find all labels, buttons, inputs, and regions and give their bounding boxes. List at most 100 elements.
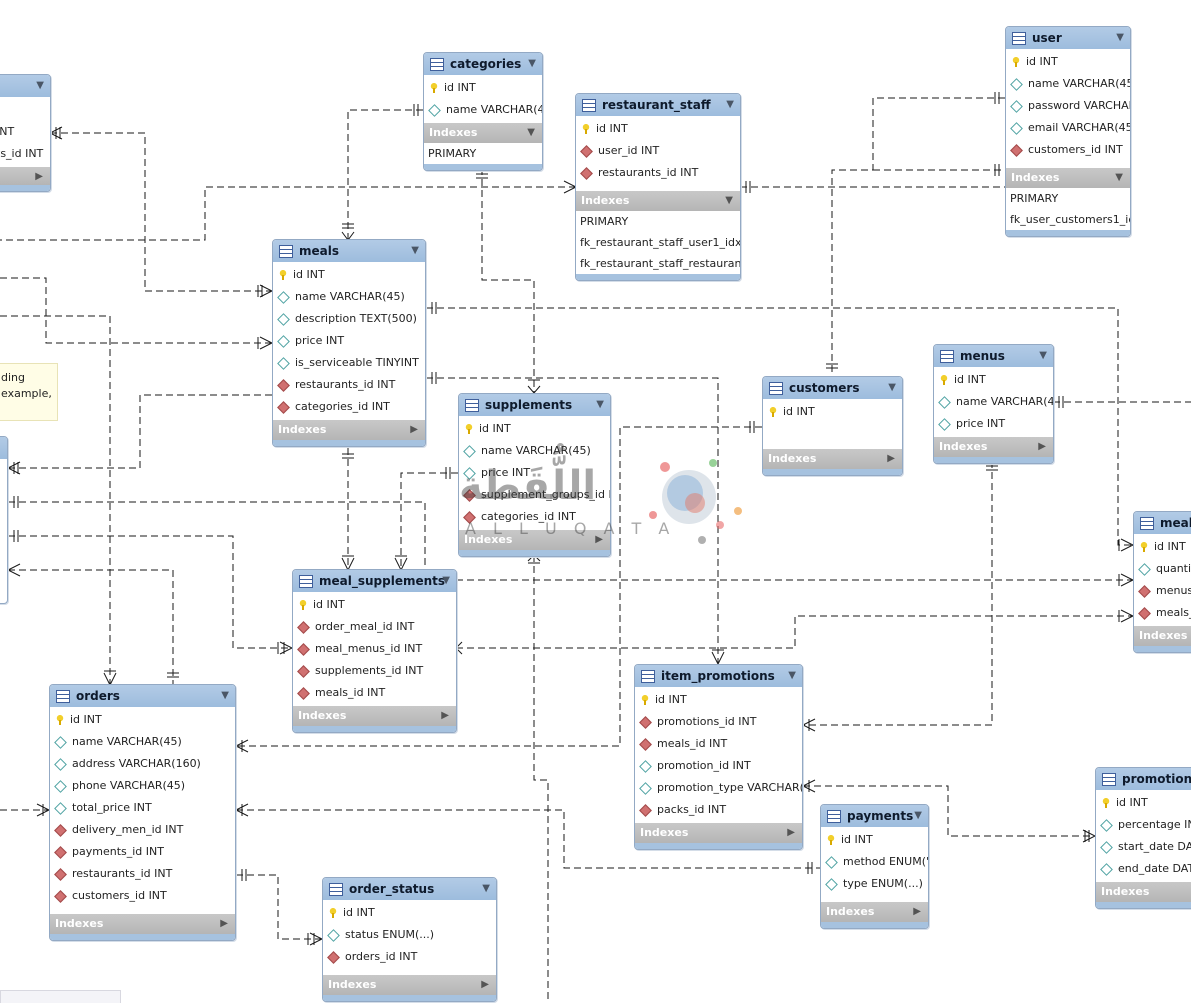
rel-user-customers bbox=[831, 97, 1005, 376]
collapse-arrow-icon[interactable]: ▼ bbox=[527, 127, 535, 138]
table-header[interactable]: supplements▼ bbox=[459, 394, 610, 416]
table-header[interactable]: item_promotions▼ bbox=[635, 665, 802, 687]
indexes-bar[interactable]: ▶ bbox=[0, 167, 50, 185]
table-payments[interactable]: payments▼ id INT method ENUM('... type E… bbox=[820, 804, 929, 929]
column-row: name VARCHAR(45) bbox=[1006, 73, 1130, 95]
table-left-partial[interactable]: ▼ INT ts_id INT ▶ bbox=[0, 74, 51, 192]
expand-arrow-icon[interactable]: ▶ bbox=[35, 171, 43, 182]
collapse-arrow-icon[interactable]: ▼ bbox=[36, 80, 44, 91]
collapse-arrow-icon[interactable]: ▼ bbox=[1115, 172, 1123, 183]
collapse-arrow-icon[interactable]: ▼ bbox=[528, 58, 536, 69]
table-header[interactable]: meal_supplements▼ bbox=[293, 570, 456, 592]
table-item-promotions[interactable]: item_promotions▼ id INT promotions_id IN… bbox=[634, 664, 803, 850]
indexes-bar[interactable]: Indexes bbox=[1134, 626, 1191, 646]
table-header[interactable]: promotions bbox=[1096, 768, 1191, 790]
table-header[interactable]: categories▼ bbox=[424, 53, 542, 75]
column-row: quantity bbox=[1134, 558, 1191, 580]
table-user[interactable]: user▼ id INT name VARCHAR(45) password V… bbox=[1005, 26, 1131, 237]
table-header[interactable]: user▼ bbox=[1006, 27, 1130, 49]
table-meals[interactable]: meals▼ id INT name VARCHAR(45) descripti… bbox=[272, 239, 426, 447]
column-diamond-icon bbox=[1100, 862, 1113, 876]
expand-arrow-icon[interactable]: ▶ bbox=[220, 918, 228, 929]
table-restaurant-staff[interactable]: restaurant_staff▼ id INT user_id INT res… bbox=[575, 93, 741, 281]
table-left-partial-2[interactable] bbox=[0, 436, 8, 604]
indexes-bar[interactable]: Indexes▶ bbox=[934, 437, 1053, 457]
table-header[interactable]: meals▼ bbox=[273, 240, 425, 262]
indexes-bar[interactable]: Indexes▶ bbox=[635, 823, 802, 843]
indexes-bar[interactable]: Indexes▶ bbox=[821, 902, 928, 922]
index-row: PRIMARY bbox=[1010, 192, 1059, 205]
rel-meals-item-promotions bbox=[426, 377, 719, 664]
indexes-bar[interactable]: Indexes▶ bbox=[459, 530, 610, 550]
column-diamond-icon bbox=[1010, 99, 1023, 113]
indexes-bar[interactable]: Indexes▼ bbox=[576, 191, 740, 211]
column-row: is_serviceable TINYINT bbox=[273, 352, 425, 374]
collapse-arrow-icon[interactable]: ▼ bbox=[442, 575, 450, 586]
table-icon bbox=[641, 669, 655, 683]
table-menus[interactable]: menus▼ id INT name VARCHAR(45) price INT… bbox=[933, 344, 1054, 464]
collapse-arrow-icon[interactable]: ▼ bbox=[888, 382, 896, 393]
indexes-bar[interactable]: Indexes bbox=[1096, 882, 1191, 902]
expand-arrow-icon[interactable]: ▶ bbox=[595, 534, 603, 545]
table-header[interactable]: restaurant_staff▼ bbox=[576, 94, 740, 116]
column-row: customers_id INT bbox=[1006, 139, 1130, 161]
index-row: fk_restaurant_staff_restaurant... bbox=[580, 257, 740, 270]
column-row: price INT bbox=[459, 462, 610, 484]
expand-arrow-icon[interactable]: ▶ bbox=[410, 424, 418, 435]
collapse-arrow-icon[interactable]: ▼ bbox=[1116, 32, 1124, 43]
foreign-key-icon bbox=[297, 664, 310, 678]
indexes-bar[interactable]: Indexes▶ bbox=[273, 420, 425, 440]
collapse-arrow-icon[interactable]: ▼ bbox=[914, 810, 922, 821]
column-diamond-icon bbox=[54, 779, 67, 793]
collapse-arrow-icon[interactable]: ▼ bbox=[411, 245, 419, 256]
expand-arrow-icon[interactable]: ▶ bbox=[887, 453, 895, 464]
table-customers[interactable]: customers▼ id INT Indexes▶ bbox=[762, 376, 903, 476]
collapse-arrow-icon[interactable]: ▼ bbox=[725, 195, 733, 206]
collapse-arrow-icon[interactable]: ▼ bbox=[482, 883, 490, 894]
table-header[interactable]: menus▼ bbox=[934, 345, 1053, 367]
indexes-bar[interactable]: Indexes▶ bbox=[323, 975, 496, 995]
table-meal-supplements[interactable]: meal_supplements▼ id INT order_meal_id I… bbox=[292, 569, 457, 733]
collapse-arrow-icon[interactable]: ▼ bbox=[221, 690, 229, 701]
table-header[interactable]: customers▼ bbox=[763, 377, 902, 399]
table-icon bbox=[465, 398, 479, 412]
expand-arrow-icon[interactable]: ▶ bbox=[1038, 441, 1046, 452]
column-row: method ENUM('... bbox=[821, 851, 928, 873]
column-row: order_meal_id INT bbox=[293, 616, 456, 638]
collapse-arrow-icon[interactable]: ▼ bbox=[1039, 350, 1047, 361]
column-diamond-icon bbox=[938, 417, 951, 431]
table-header[interactable]: order_status▼ bbox=[323, 878, 496, 900]
table-header[interactable]: meal_ bbox=[1134, 512, 1191, 534]
table-header[interactable]: ▼ bbox=[0, 75, 50, 97]
diagram-note[interactable]: ding example, bbox=[0, 363, 58, 421]
column-diamond-icon bbox=[639, 759, 652, 773]
index-row: PRIMARY bbox=[580, 215, 629, 228]
expand-arrow-icon[interactable]: ▶ bbox=[787, 827, 795, 838]
expand-arrow-icon[interactable]: ▶ bbox=[441, 710, 449, 721]
table-orders[interactable]: orders▼ id INT name VARCHAR(45) address … bbox=[49, 684, 236, 941]
table-name: meal_supplements bbox=[319, 574, 446, 588]
expand-arrow-icon[interactable]: ▶ bbox=[481, 979, 489, 990]
indexes-bar[interactable]: Indexes▶ bbox=[293, 706, 456, 726]
primary-key-icon bbox=[278, 270, 288, 280]
table-header[interactable]: payments▼ bbox=[821, 805, 928, 827]
indexes-bar[interactable]: Indexes▶ bbox=[50, 914, 235, 934]
indexes-bar[interactable]: Indexes▼ bbox=[1006, 168, 1130, 188]
index-row: fk_user_customers1_idx bbox=[1010, 213, 1130, 226]
table-icon bbox=[1102, 772, 1116, 786]
table-categories[interactable]: categories▼ id INT name VARCHAR(45) Inde… bbox=[423, 52, 543, 171]
indexes-bar[interactable]: Indexes▼ bbox=[424, 123, 542, 143]
table-supplements[interactable]: supplements▼ id INT name VARCHAR(45) pri… bbox=[458, 393, 611, 557]
indexes-bar[interactable]: Indexes▶ bbox=[763, 449, 902, 469]
table-order-status[interactable]: order_status▼ id INT status ENUM(...) or… bbox=[322, 877, 497, 1002]
collapse-arrow-icon[interactable]: ▼ bbox=[726, 99, 734, 110]
collapse-arrow-icon[interactable]: ▼ bbox=[788, 670, 796, 681]
primary-key-icon bbox=[55, 715, 65, 725]
rel-left-4 bbox=[8, 535, 292, 649]
note-line: ding bbox=[1, 371, 25, 384]
table-promotions[interactable]: promotions id INT percentage INT start_d… bbox=[1095, 767, 1191, 909]
table-header[interactable]: orders▼ bbox=[50, 685, 235, 707]
expand-arrow-icon[interactable]: ▶ bbox=[913, 906, 921, 917]
table-meal-right[interactable]: meal_ id INT quantity menus_i meals_id I… bbox=[1133, 511, 1191, 653]
collapse-arrow-icon[interactable]: ▼ bbox=[596, 399, 604, 410]
